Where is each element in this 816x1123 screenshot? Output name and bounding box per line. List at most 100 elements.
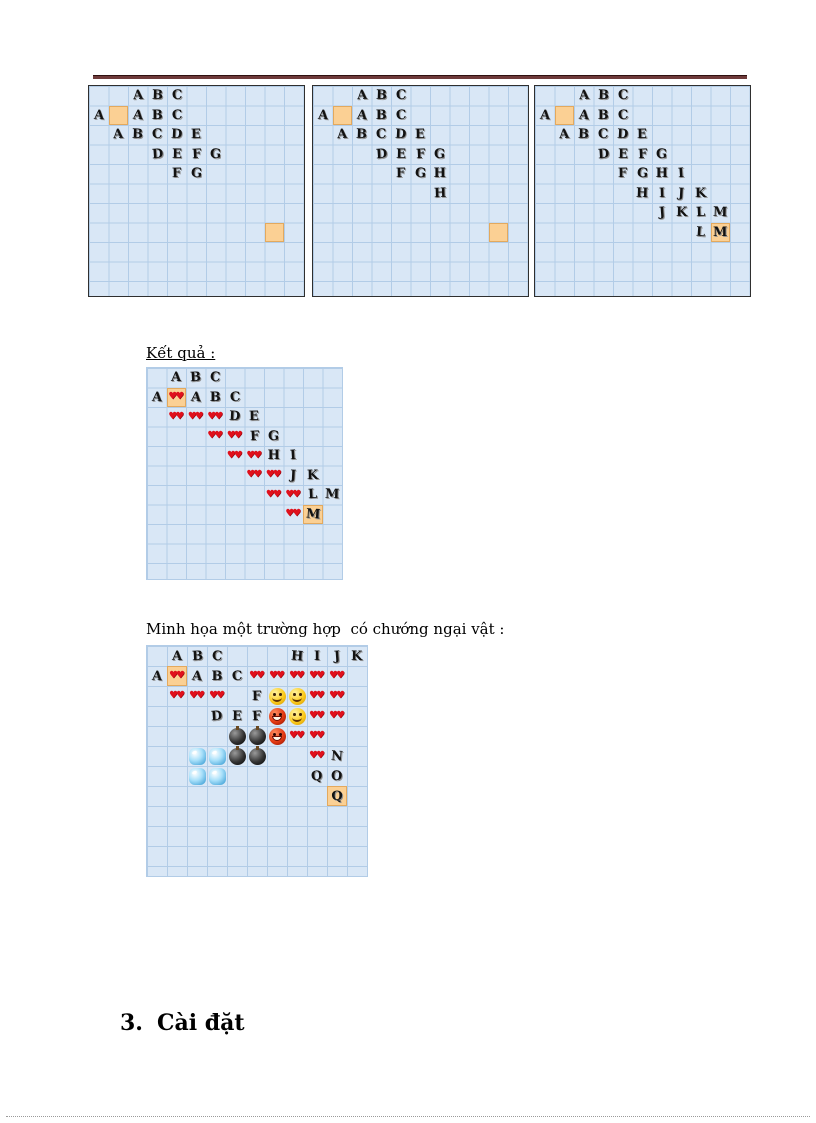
devil-icon — [267, 726, 287, 746]
letter-cell: A — [190, 389, 202, 406]
heart-cell: ♥♥ — [309, 690, 325, 701]
heart-cell: ♥♥ — [329, 670, 345, 681]
section-heading: 3.Cài đặt — [120, 1010, 245, 1036]
letter-cell: B — [211, 668, 223, 684]
letter-cell: L — [307, 487, 318, 503]
heart-cell: ♥♥ — [309, 750, 325, 761]
letter-cell: E — [415, 127, 426, 143]
letter-cell: E — [231, 708, 243, 724]
letter-cell: A — [132, 107, 144, 124]
target-cell — [108, 105, 128, 125]
letter-cell: A — [356, 107, 368, 124]
heart-cell: ♥♥ — [169, 690, 185, 701]
letter-cell: M — [324, 487, 340, 503]
letter-cell: L — [695, 205, 706, 221]
letter-cell: K — [351, 648, 363, 664]
letter-cell: D — [228, 408, 241, 425]
target-cell — [554, 105, 574, 125]
letter-cell: B — [355, 127, 368, 143]
letter-cell: B — [375, 88, 388, 104]
letter-cell: C — [229, 389, 241, 406]
heart-cell: ♥♥ — [329, 710, 345, 721]
letter-cell: B — [597, 88, 610, 104]
heart-cell: ♥♥ — [289, 730, 305, 741]
letter-cell: A — [93, 107, 105, 124]
heart-cell: ♥♥ — [265, 488, 282, 500]
letter-cell: H — [290, 648, 304, 664]
letter-cell: A — [171, 648, 183, 664]
letter-cell: A — [317, 107, 329, 124]
heart-cell: ♥♥ — [269, 670, 285, 681]
letter-cell: F — [395, 166, 406, 182]
letter-cell: G — [190, 165, 203, 182]
letter-cell: I — [289, 448, 297, 464]
letter-cell: C — [617, 88, 629, 104]
letter-cell: B — [151, 107, 163, 123]
letter-cell: F — [252, 688, 262, 704]
result-label: Kết quả : — [146, 344, 216, 362]
letter-cell: J — [333, 648, 341, 664]
letter-cell: D — [616, 126, 629, 143]
letter-cell: A — [558, 126, 570, 143]
letter-cell: A — [151, 389, 163, 406]
letter-cell: C — [211, 648, 223, 664]
bomb-icon — [247, 725, 267, 746]
letter-cell: C — [375, 127, 387, 143]
letter-cell: F — [617, 166, 628, 182]
letter-cell: E — [171, 146, 182, 162]
letter-cell: O — [331, 768, 343, 784]
heart-cell: ♥♥ — [209, 690, 225, 701]
letter-cell: A — [539, 107, 551, 124]
letter-cell: A — [336, 126, 348, 143]
letter-cell: E — [637, 127, 648, 143]
heart-cell: ♥♥ — [246, 469, 262, 481]
letter-cell: A — [171, 370, 182, 386]
letter-cell: H — [655, 166, 668, 182]
letter-cell: I — [677, 166, 685, 182]
letter-cell: C — [617, 107, 629, 124]
gem-icon — [207, 766, 227, 786]
heart-cell: ♥♥ — [226, 430, 243, 442]
letter-cell: J — [677, 185, 685, 201]
heart-cell: ♥♥ — [329, 690, 345, 701]
bomb-icon — [247, 745, 267, 766]
letter-cell: I — [313, 648, 321, 664]
letter-cell: K — [306, 467, 319, 483]
letter-cell: G — [655, 146, 668, 162]
letter-on-target-cell: M — [303, 504, 323, 524]
smiley-icon — [267, 686, 287, 706]
heart-cell: ♥♥ — [187, 410, 204, 422]
letter-cell: F — [249, 428, 260, 444]
letter-cell: D — [151, 146, 164, 163]
letter-cell: D — [597, 146, 610, 163]
letter-cell: F — [251, 708, 262, 724]
letter-cell: B — [209, 389, 221, 405]
letter-cell: H — [433, 166, 446, 182]
letter-cell: N — [330, 748, 344, 764]
heart-cell: ♥♥ — [309, 670, 325, 681]
letter-cell: C — [395, 88, 407, 104]
letter-cell: C — [209, 370, 221, 386]
letter-cell: C — [171, 88, 183, 104]
letter-cell: Q — [310, 768, 324, 784]
letter-cell: C — [395, 107, 407, 124]
letter-cell: M — [712, 205, 728, 221]
letter-cell: D — [170, 126, 183, 143]
target-cell — [264, 222, 284, 242]
gem-icon — [187, 766, 207, 786]
heart-cell: ♥♥ — [285, 488, 301, 500]
heart-cell: ♥♥ — [207, 430, 223, 442]
letter-cell: A — [132, 87, 144, 104]
letter-cell: C — [151, 127, 163, 143]
letter-cell: G — [267, 428, 280, 444]
letter-cell: A — [356, 87, 368, 104]
heart-cell: ♥♥ — [309, 730, 325, 741]
letter-cell: G — [636, 165, 649, 182]
letter-cell: E — [191, 127, 202, 143]
letter-cell: I — [658, 185, 666, 201]
letter-cell: B — [577, 127, 590, 143]
top-divider-rule — [93, 75, 747, 79]
letter-cell: B — [189, 369, 202, 386]
